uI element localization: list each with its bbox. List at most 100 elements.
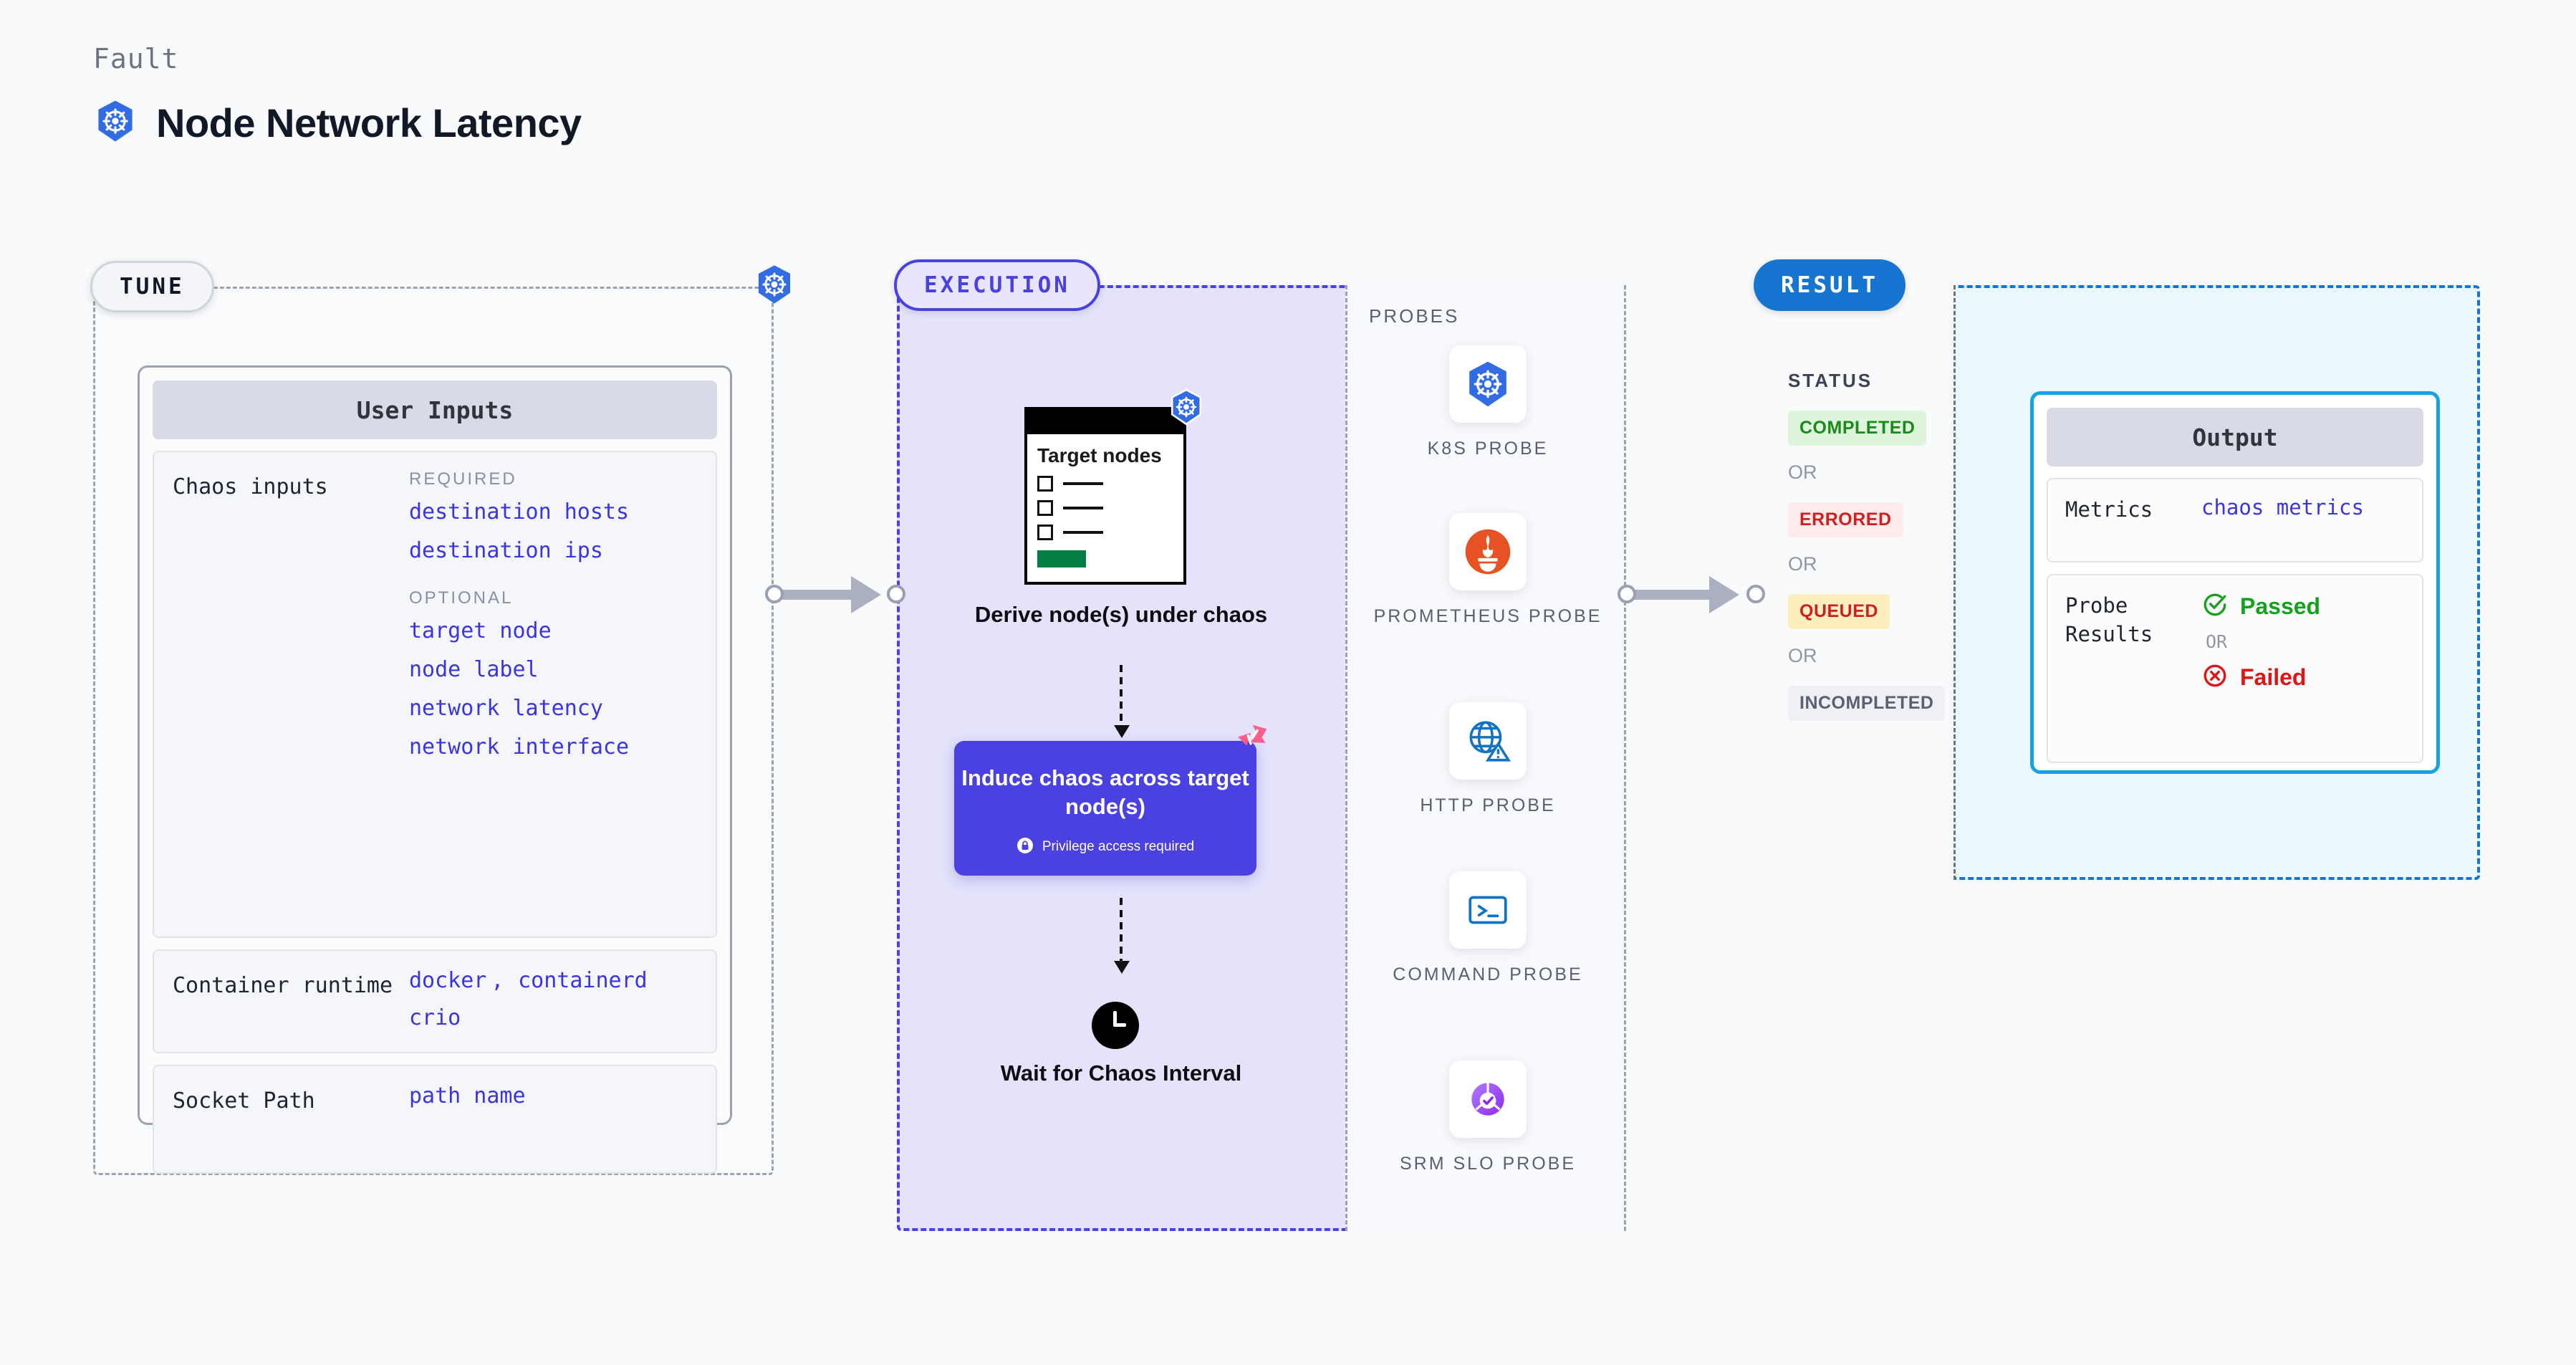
- probe-prometheus[interactable]: PROMETHEUS PROBE: [1347, 513, 1628, 629]
- check-circle-icon: [2201, 591, 2229, 621]
- probe-prometheus-label: PROMETHEUS PROBE: [1373, 606, 1602, 626]
- wait-interval-caption: Wait for Chaos Interval: [1000, 1060, 1242, 1086]
- checkbox-icon[interactable]: [1037, 525, 1053, 541]
- runtime-docker[interactable]: docker: [409, 968, 487, 993]
- result-panel: RESULT STATUS COMPLETED OR ERRORED OR QU…: [1754, 259, 2480, 880]
- input-network-latency[interactable]: network latency: [409, 696, 603, 721]
- connector-line: [774, 590, 860, 600]
- connector-dot-end: [1746, 585, 1765, 603]
- probe-results-label: Probe Results: [2065, 593, 2153, 647]
- page-header: Fault Node Network Latency: [93, 43, 582, 146]
- status-heading: STATUS: [1788, 370, 1873, 391]
- runtime-containerd[interactable]: containerd: [518, 968, 648, 993]
- kubernetes-icon: [1168, 388, 1205, 428]
- status-or-3: OR: [1788, 645, 1817, 666]
- input-destination-ips[interactable]: destination ips: [409, 538, 603, 563]
- flow-arrow-2: [1120, 898, 1123, 964]
- probe-result-failed: Failed: [2201, 662, 2320, 692]
- connector-arrow-head: [851, 576, 881, 613]
- probe-command[interactable]: COMMAND PROBE: [1347, 871, 1628, 987]
- target-node-item[interactable]: [1037, 476, 1176, 492]
- connector-dot-end: [887, 585, 905, 603]
- probe-results-or: OR: [2206, 631, 2228, 652]
- input-node-label[interactable]: node label: [409, 657, 539, 682]
- derive-nodes-caption: Derive node(s) under chaos: [974, 602, 1268, 627]
- probe-k8s-label: K8S PROBE: [1427, 439, 1549, 459]
- connector-dot-start: [765, 585, 784, 603]
- status-badge-errored: ERRORED: [1788, 502, 1903, 537]
- probe-command-label: COMMAND PROBE: [1393, 964, 1583, 985]
- placeholder-line: [1063, 507, 1103, 510]
- flow-arrow-1: [1120, 665, 1123, 728]
- probe-srm-slo[interactable]: SRM SLO PROBE: [1347, 1060, 1628, 1177]
- kubernetes-icon: [1449, 345, 1527, 423]
- input-target-node[interactable]: target node: [409, 618, 552, 643]
- probes-heading: PROBES: [1369, 305, 1460, 327]
- prometheus-icon: [1449, 513, 1527, 590]
- user-inputs-title: User Inputs: [153, 380, 717, 439]
- lock-icon: [1017, 837, 1034, 857]
- target-nodes-titlebar: [1024, 407, 1186, 434]
- probe-results-row: Probe Results Passed OR: [2047, 574, 2423, 763]
- placeholder-line: [1063, 531, 1103, 535]
- status-or-2: OR: [1788, 553, 1817, 575]
- output-card: Output Metrics chaos metrics Probe Resul…: [2030, 391, 2440, 774]
- metrics-value[interactable]: chaos metrics: [2201, 495, 2364, 519]
- target-nodes-content: Target nodes: [1037, 444, 1176, 568]
- required-heading: REQUIRED: [409, 469, 517, 489]
- kubernetes-icon: [93, 99, 138, 146]
- page-title: Node Network Latency: [156, 100, 582, 145]
- metrics-label: Metrics: [2065, 497, 2153, 522]
- input-destination-hosts[interactable]: destination hosts: [409, 499, 630, 525]
- probe-result-passed: Passed: [2201, 591, 2320, 621]
- privilege-note-text: Privilege access required: [1042, 838, 1195, 854]
- runtime-crio[interactable]: crio: [409, 1005, 461, 1030]
- connector-line: [1626, 590, 1718, 600]
- flow-arrow-2-head: [1114, 961, 1130, 974]
- probe-k8s[interactable]: K8S PROBE: [1347, 345, 1628, 461]
- container-runtime-values: docker, containerd crio: [409, 968, 697, 1035]
- checkbox-icon[interactable]: [1037, 500, 1053, 517]
- optional-heading: OPTIONAL: [409, 588, 514, 608]
- probe-results-values: Passed OR Failed: [2201, 591, 2320, 746]
- confirm-button[interactable]: [1037, 550, 1086, 568]
- clock-icon: [1092, 1002, 1139, 1049]
- x-circle-icon: [2201, 662, 2229, 692]
- status-or-1: OR: [1788, 461, 1817, 483]
- chaos-inputs-label: Chaos inputs: [173, 474, 328, 499]
- container-runtime-row: Container runtime docker, containerd cri…: [153, 949, 717, 1053]
- result-pill[interactable]: RESULT: [1754, 259, 1905, 311]
- user-inputs-card: User Inputs Chaos inputs REQUIRED destin…: [138, 365, 732, 1174]
- target-nodes-heading: Target nodes: [1037, 444, 1162, 466]
- input-network-interface[interactable]: network interface: [409, 734, 630, 760]
- tune-pill[interactable]: TUNE: [90, 261, 214, 312]
- status-badge-completed: COMPLETED: [1788, 411, 1927, 446]
- output-card-title: Output: [2047, 408, 2423, 466]
- induce-chaos-title: Induce chaos across target node(s): [961, 765, 1249, 819]
- connector-arrow-head: [1709, 576, 1739, 613]
- target-node-item[interactable]: [1037, 500, 1176, 517]
- metrics-row: Metrics chaos metrics: [2047, 478, 2423, 562]
- execution-pill[interactable]: EXECUTION: [894, 259, 1100, 311]
- probe-http[interactable]: HTTP PROBE: [1347, 702, 1628, 818]
- title-row: Node Network Latency: [93, 99, 582, 146]
- srm-slo-icon: [1449, 1060, 1527, 1138]
- flow-arrow-1-head: [1114, 725, 1130, 738]
- litmus-chaos-icon: [1231, 722, 1271, 765]
- placeholder-line: [1063, 482, 1103, 486]
- target-node-item[interactable]: [1037, 525, 1176, 541]
- socket-path-row: Socket Path path name: [153, 1065, 717, 1174]
- execution-panel: EXECUTION Target nodes: [894, 259, 1628, 1231]
- chaos-inputs-values: REQUIRED destination hosts destination i…: [409, 469, 697, 919]
- socket-path-label: Socket Path: [173, 1088, 315, 1113]
- privilege-note: Privilege access required: [1017, 837, 1194, 857]
- checkbox-icon[interactable]: [1037, 476, 1053, 492]
- passed-label: Passed: [2240, 593, 2321, 619]
- induce-chaos-node[interactable]: Induce chaos across target node(s) Privi…: [954, 724, 1267, 876]
- failed-label: Failed: [2240, 664, 2307, 690]
- kubernetes-icon: [754, 264, 795, 308]
- chaos-inputs-row: Chaos inputs REQUIRED destination hosts …: [153, 451, 717, 938]
- eyebrow-label: Fault: [93, 43, 179, 75]
- socket-path-value[interactable]: path name: [409, 1083, 526, 1108]
- status-badge-queued: QUEUED: [1788, 594, 1890, 629]
